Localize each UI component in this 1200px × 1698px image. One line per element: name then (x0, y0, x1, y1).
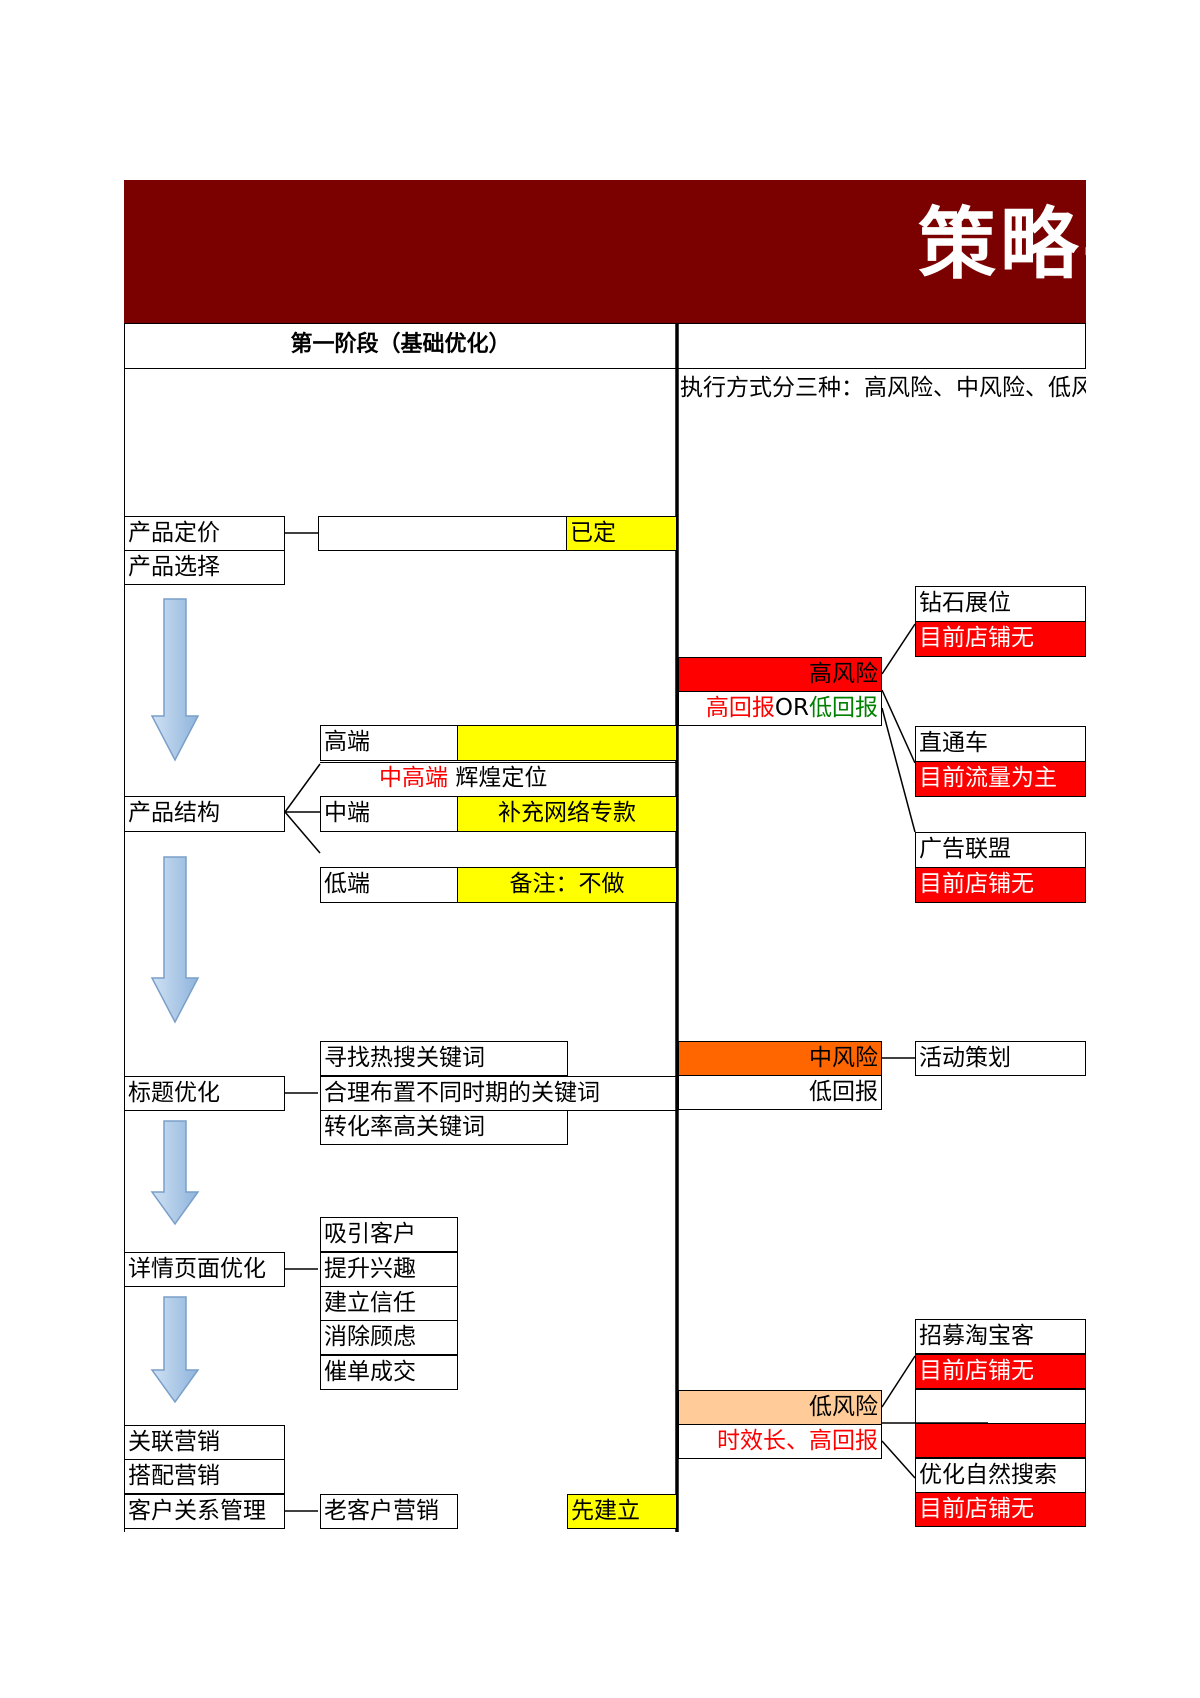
mid-risk-return: 低回报 (678, 1075, 882, 1110)
low-risk-label: 低风险 (678, 1390, 882, 1425)
structure-mid-note: 补充网络专款 (457, 796, 677, 832)
down-arrow-icon (150, 1296, 200, 1404)
channel-name (915, 1389, 1086, 1424)
detail-opt-item: 提升兴趣 (320, 1252, 458, 1287)
down-arrow-icon (150, 1120, 200, 1226)
channel-status: 目前店铺无 (915, 1492, 1086, 1527)
crm-sub: 老客户营销 (320, 1494, 458, 1529)
structure-label: 产品结构 (124, 796, 285, 832)
phase2-area: 执行方式分三种：高风险、中风险、低风险 高风险 高回报OR低回报 钻石展位 目前… (676, 0, 1086, 1698)
bundle-marketing: 搭配营销 (124, 1459, 285, 1494)
structure-low: 低端 (320, 867, 458, 903)
high-risk-label: 高风险 (678, 657, 882, 692)
detail-opt-item: 消除顾虑 (320, 1320, 458, 1355)
title-opt-label: 标题优化 (124, 1076, 285, 1111)
detail-opt-item: 建立信任 (320, 1286, 458, 1321)
channel-status: 目前店铺无 (915, 867, 1086, 903)
channel-name: 钻石展位 (915, 586, 1086, 622)
detail-opt-item: 催单成交 (320, 1355, 458, 1390)
channel-status: 目前店铺无 (915, 1354, 1086, 1389)
high-risk-return: 高回报OR低回报 (678, 691, 882, 726)
title-opt-item: 转化率高关键词 (320, 1110, 568, 1145)
pricing-label: 产品定价 (124, 516, 285, 551)
structure-mid: 中端 (320, 796, 458, 832)
detail-opt-label: 详情页面优化 (124, 1252, 285, 1287)
pricing-box (318, 516, 567, 551)
title-opt-item: 寻找热搜关键词 (320, 1041, 568, 1076)
mid-risk-label: 中风险 (678, 1041, 882, 1076)
title-banner: 策略导图 (124, 180, 1086, 323)
channel-name: 广告联盟 (915, 832, 1086, 868)
structure-high-fill (457, 725, 677, 761)
phase2-header (677, 323, 1086, 369)
low-risk-return: 时效长、高回报 (678, 1424, 882, 1459)
mid-channel: 活动策划 (915, 1041, 1086, 1076)
selection-label: 产品选择 (124, 550, 285, 585)
channel-name: 优化自然搜索 (915, 1458, 1086, 1493)
crm-tag: 先建立 (567, 1494, 677, 1529)
phase2-intro: 执行方式分三种：高风险、中风险、低风险 (680, 375, 1086, 401)
channel-status (915, 1423, 1086, 1458)
phase1-header: 第一阶段（基础优化） (124, 323, 677, 369)
related-marketing: 关联营销 (124, 1425, 285, 1460)
structure-low-note: 备注：不做 (457, 867, 677, 903)
phase1-frame (124, 368, 677, 1532)
channel-name: 直通车 (915, 726, 1086, 762)
page-title: 策略导图 (918, 200, 1086, 290)
structure-divider (320, 761, 677, 763)
channel-status: 目前流量为主 (915, 761, 1086, 797)
structure-high: 高端 (320, 725, 458, 761)
title-opt-item: 合理布置不同时期的关键词 (320, 1076, 677, 1111)
structure-mid-high: 中高端 辉煌定位 (379, 765, 548, 791)
channel-name: 招募淘宝客 (915, 1319, 1086, 1354)
detail-opt-item: 吸引客户 (320, 1217, 458, 1252)
down-arrow-icon (150, 856, 200, 1024)
down-arrow-icon (150, 598, 200, 762)
crm-label: 客户关系管理 (124, 1494, 285, 1529)
pricing-tag: 已定 (566, 516, 677, 551)
channel-status: 目前店铺无 (915, 621, 1086, 657)
